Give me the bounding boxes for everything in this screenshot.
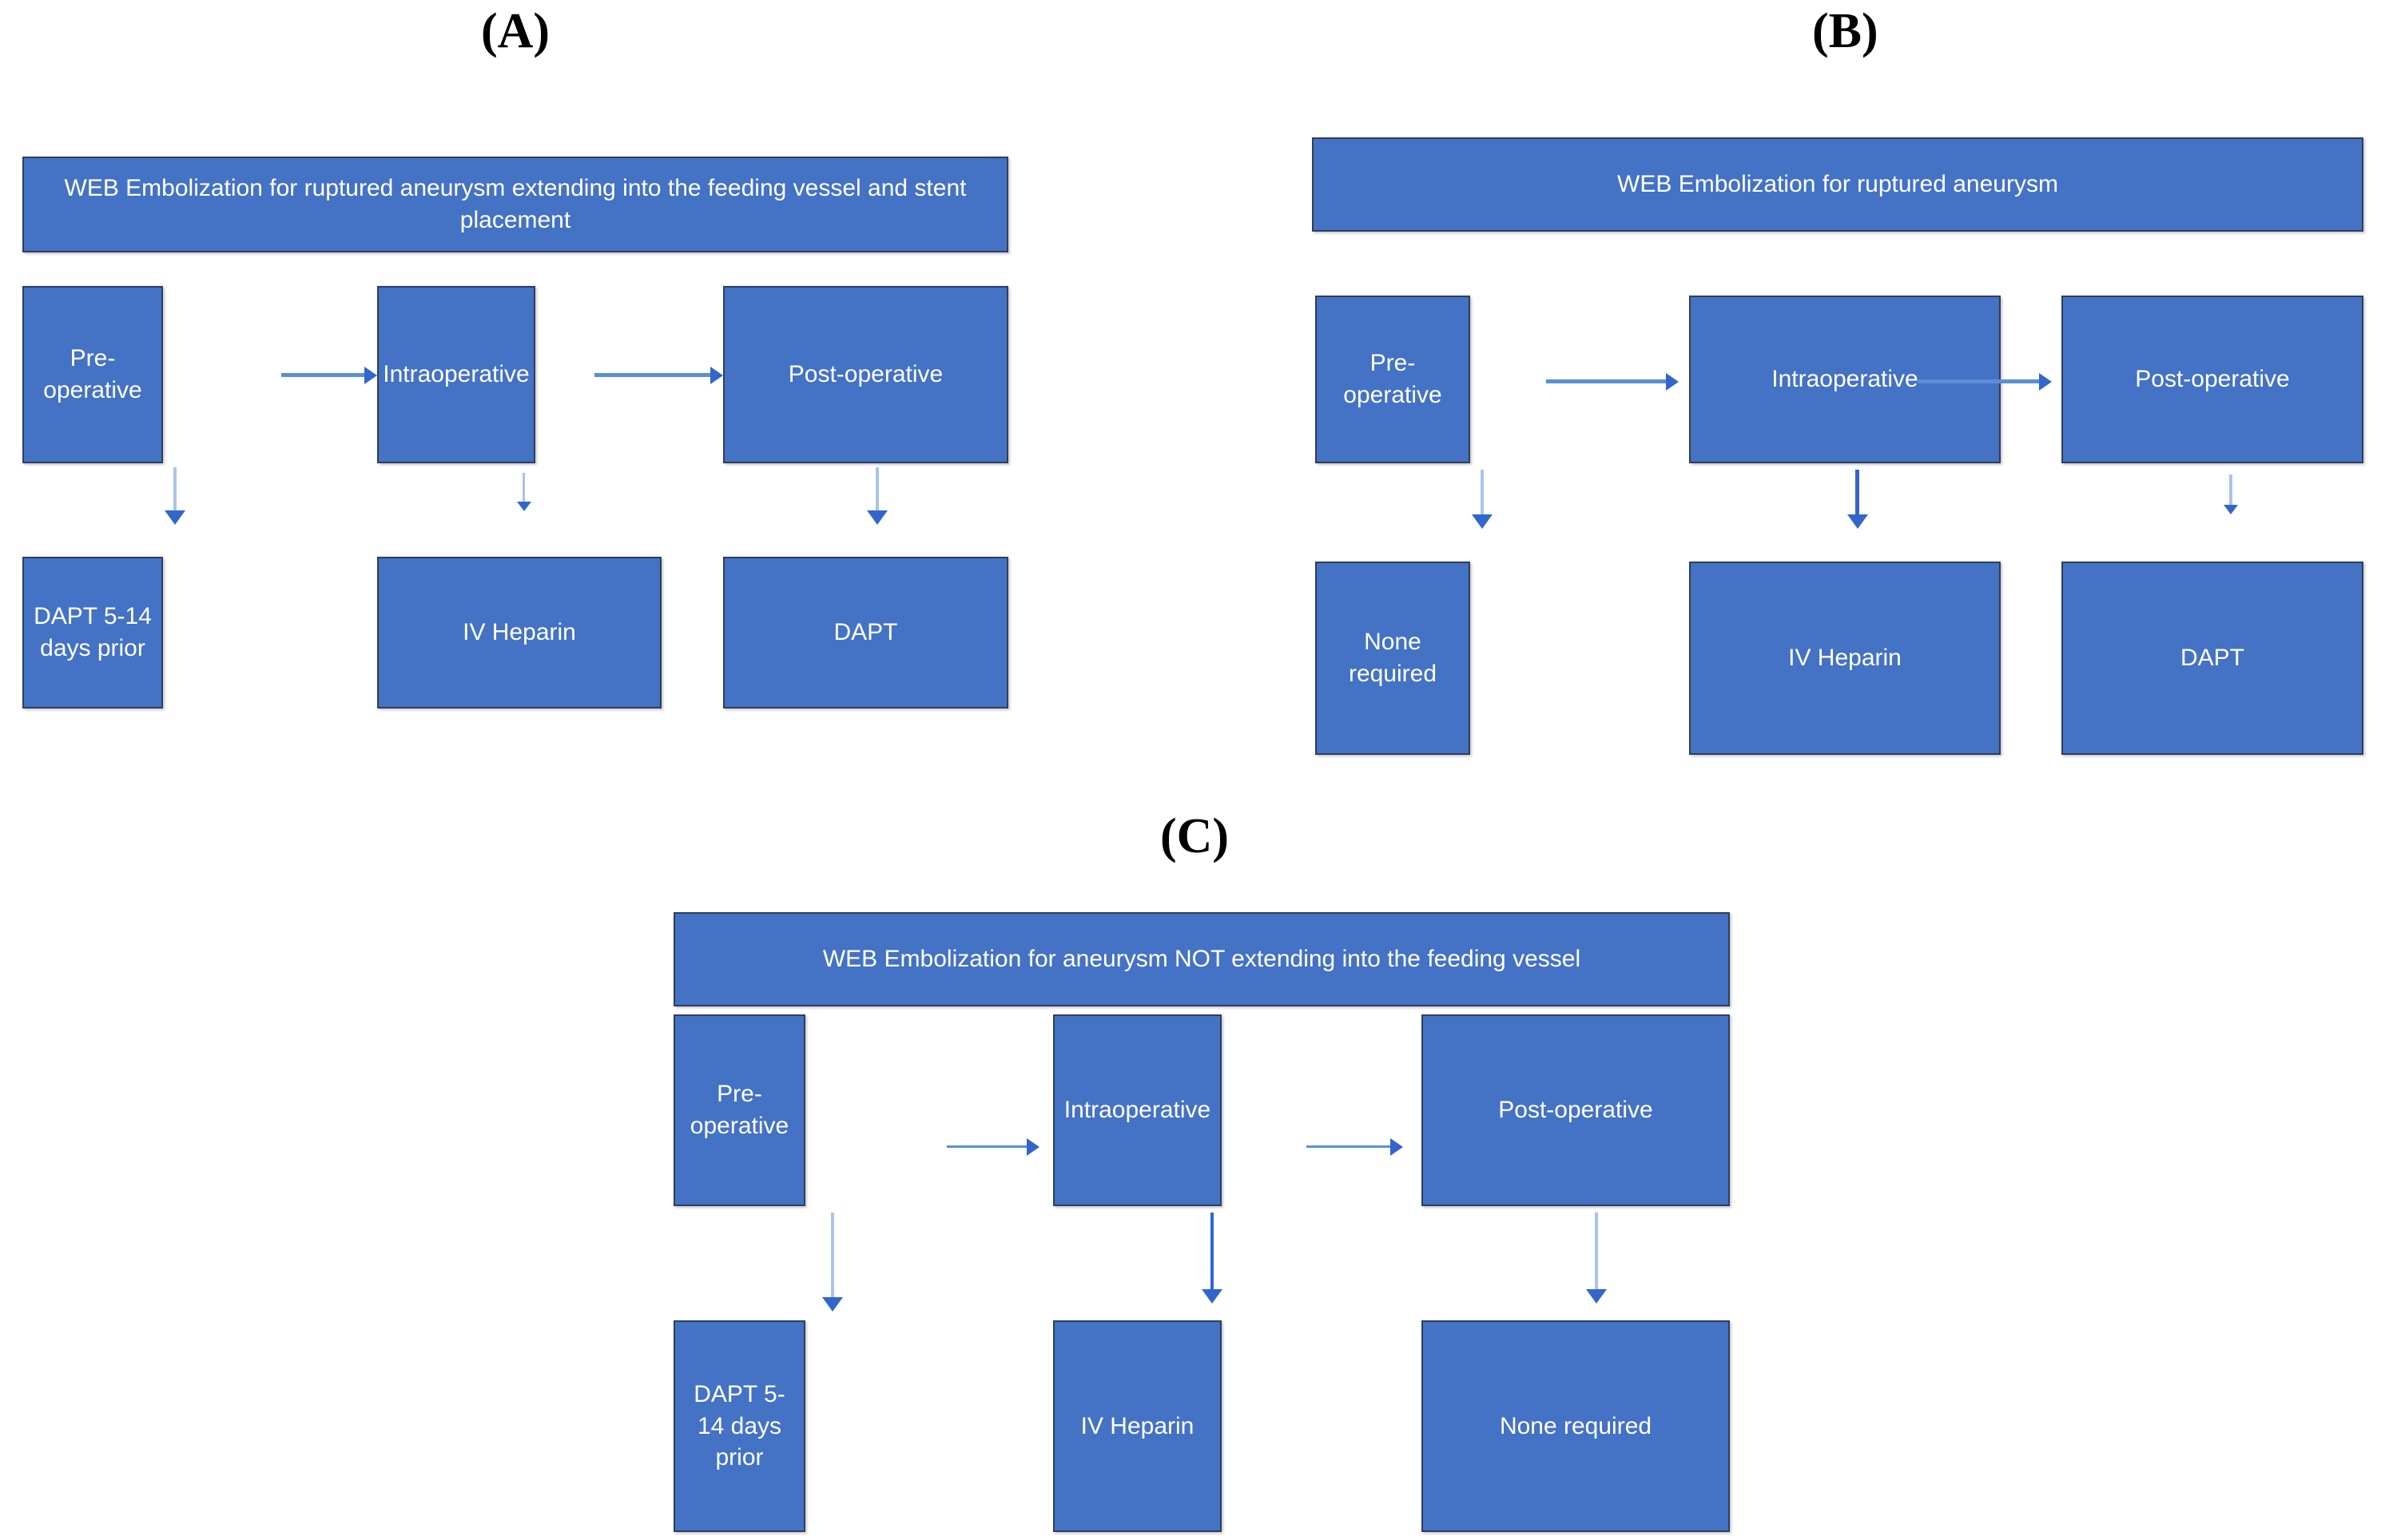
panel-a-arrow-post-to-treatment — [876, 467, 879, 510]
panel-c-treatment-2: IV Heparin — [1053, 1320, 1222, 1532]
panel-b-treatment-3: DAPT — [2061, 562, 2363, 755]
panel-a-stage-pre-operative: Pre-operative — [22, 286, 163, 463]
panel-a-arrow-pre-to-treatment — [173, 467, 177, 510]
panel-a-stage-post-operative: Post-operative — [723, 286, 1008, 463]
panel-label-a: (A) — [481, 4, 551, 58]
panel-a-header-box: WEB Embolization for ruptured aneurysm e… — [22, 157, 1008, 252]
panel-a-treatment-3: DAPT — [723, 557, 1008, 708]
panel-b-treatment-1: None required — [1315, 562, 1470, 755]
panel-b-arrow-pre-to-intra — [1546, 379, 1666, 383]
panel-c-arrow-post-to-treatment — [1595, 1213, 1598, 1289]
panel-label-b: (B) — [1812, 4, 1878, 58]
panel-c-stage-pre-operative: Pre-operative — [674, 1014, 805, 1206]
panel-b-arrow-pre-to-treatment — [1481, 470, 1484, 514]
panel-a-arrow-pre-to-intra — [281, 373, 364, 377]
panel-c-arrow-intra-to-post — [1306, 1145, 1390, 1148]
panel-c-stage-intraoperative: Intraoperative — [1053, 1014, 1222, 1206]
panel-c-treatment-3: None required — [1421, 1320, 1730, 1532]
panel-c-arrow-intra-to-treatment — [1210, 1213, 1214, 1289]
panel-label-c: (C) — [1160, 809, 1230, 863]
panel-a-treatment-1: DAPT 5-14 days prior — [22, 557, 163, 708]
panel-c-treatment-1: DAPT 5-14 days prior — [674, 1320, 805, 1532]
panel-b-arrow-intra-to-treatment — [1855, 470, 1859, 514]
panel-b-stage-post-operative: Post-operative — [2061, 296, 2363, 463]
panel-b-arrow-post-to-treatment — [2229, 474, 2232, 505]
panel-b-stage-pre-operative: Pre-operative — [1315, 296, 1470, 463]
panel-b-header-box: WEB Embolization for ruptured aneurysm — [1312, 137, 2363, 232]
panel-b-arrow-intra-to-post — [1918, 379, 2039, 383]
panel-a-treatment-2: IV Heparin — [377, 557, 662, 708]
panel-b-treatment-2: IV Heparin — [1689, 562, 2001, 755]
panel-c-arrow-pre-to-intra — [947, 1145, 1027, 1148]
panel-a-stage-intraoperative: Intraoperative — [377, 286, 535, 463]
panel-a-arrow-intra-to-treatment — [523, 473, 525, 502]
panel-c-header-box: WEB Embolization for aneurysm NOT extend… — [674, 912, 1730, 1006]
panel-a-arrow-intra-to-post — [594, 373, 710, 377]
panel-c-arrow-pre-to-treatment — [831, 1213, 834, 1297]
panel-c-stage-post-operative: Post-operative — [1421, 1014, 1730, 1206]
